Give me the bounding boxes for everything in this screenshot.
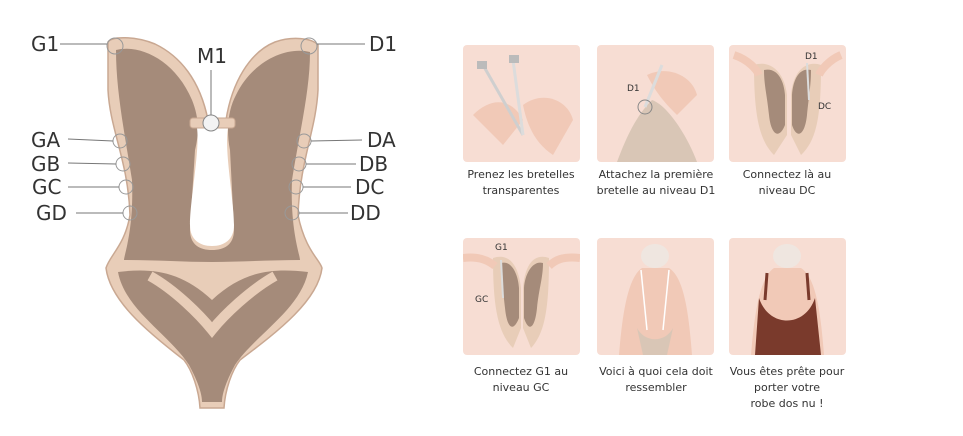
label-dc: DC [355, 175, 384, 199]
step-4-image: G1 GC [463, 238, 580, 355]
step-2-image: D1 [597, 45, 714, 162]
label-g1: G1 [31, 32, 59, 56]
label-gb: GB [31, 152, 60, 176]
step-1-image [463, 45, 580, 162]
step-3-image: D1 DC [729, 45, 846, 162]
step-1-caption: Prenez les bretelles transparentes [467, 168, 575, 197]
step-3-tag-d1: D1 [805, 52, 818, 62]
label-d1: D1 [369, 32, 397, 56]
label-ga: GA [31, 128, 60, 152]
bodysuit-diagram: G1 D1 M1 GA DA GB DB GC DC GD DD [31, 32, 397, 409]
d1-circle [300, 37, 318, 55]
plunge-opening [190, 128, 234, 246]
m1-circle [202, 114, 220, 132]
label-gd: GD [36, 201, 67, 225]
bodysuit-inner [116, 48, 310, 262]
step-2-caption: Attachez la première bretelle au niveau … [596, 168, 716, 197]
step-3-caption: Connectez là au niveau DC [742, 168, 832, 197]
step-5-image [597, 238, 714, 355]
label-da: DA [367, 128, 396, 152]
step-2-tag-d1: D1 [627, 84, 640, 94]
label-dd: DD [350, 201, 381, 225]
step-6-image [729, 238, 846, 355]
step-3-tag-dc: DC [818, 102, 831, 112]
step-4-tag-g1: G1 [495, 243, 508, 253]
step-5-caption: Voici à quoi cela doit ressembler [599, 365, 713, 394]
label-gc: GC [32, 175, 61, 199]
step-4-tag-gc: GC [475, 295, 488, 305]
label-m1: M1 [197, 44, 227, 68]
g1-circle [106, 37, 124, 55]
label-db: DB [359, 152, 388, 176]
step-4-caption: Connectez G1 au niveau GC [473, 365, 569, 394]
step-6-caption: Vous êtes prête pour porter votre robe d… [729, 365, 845, 410]
